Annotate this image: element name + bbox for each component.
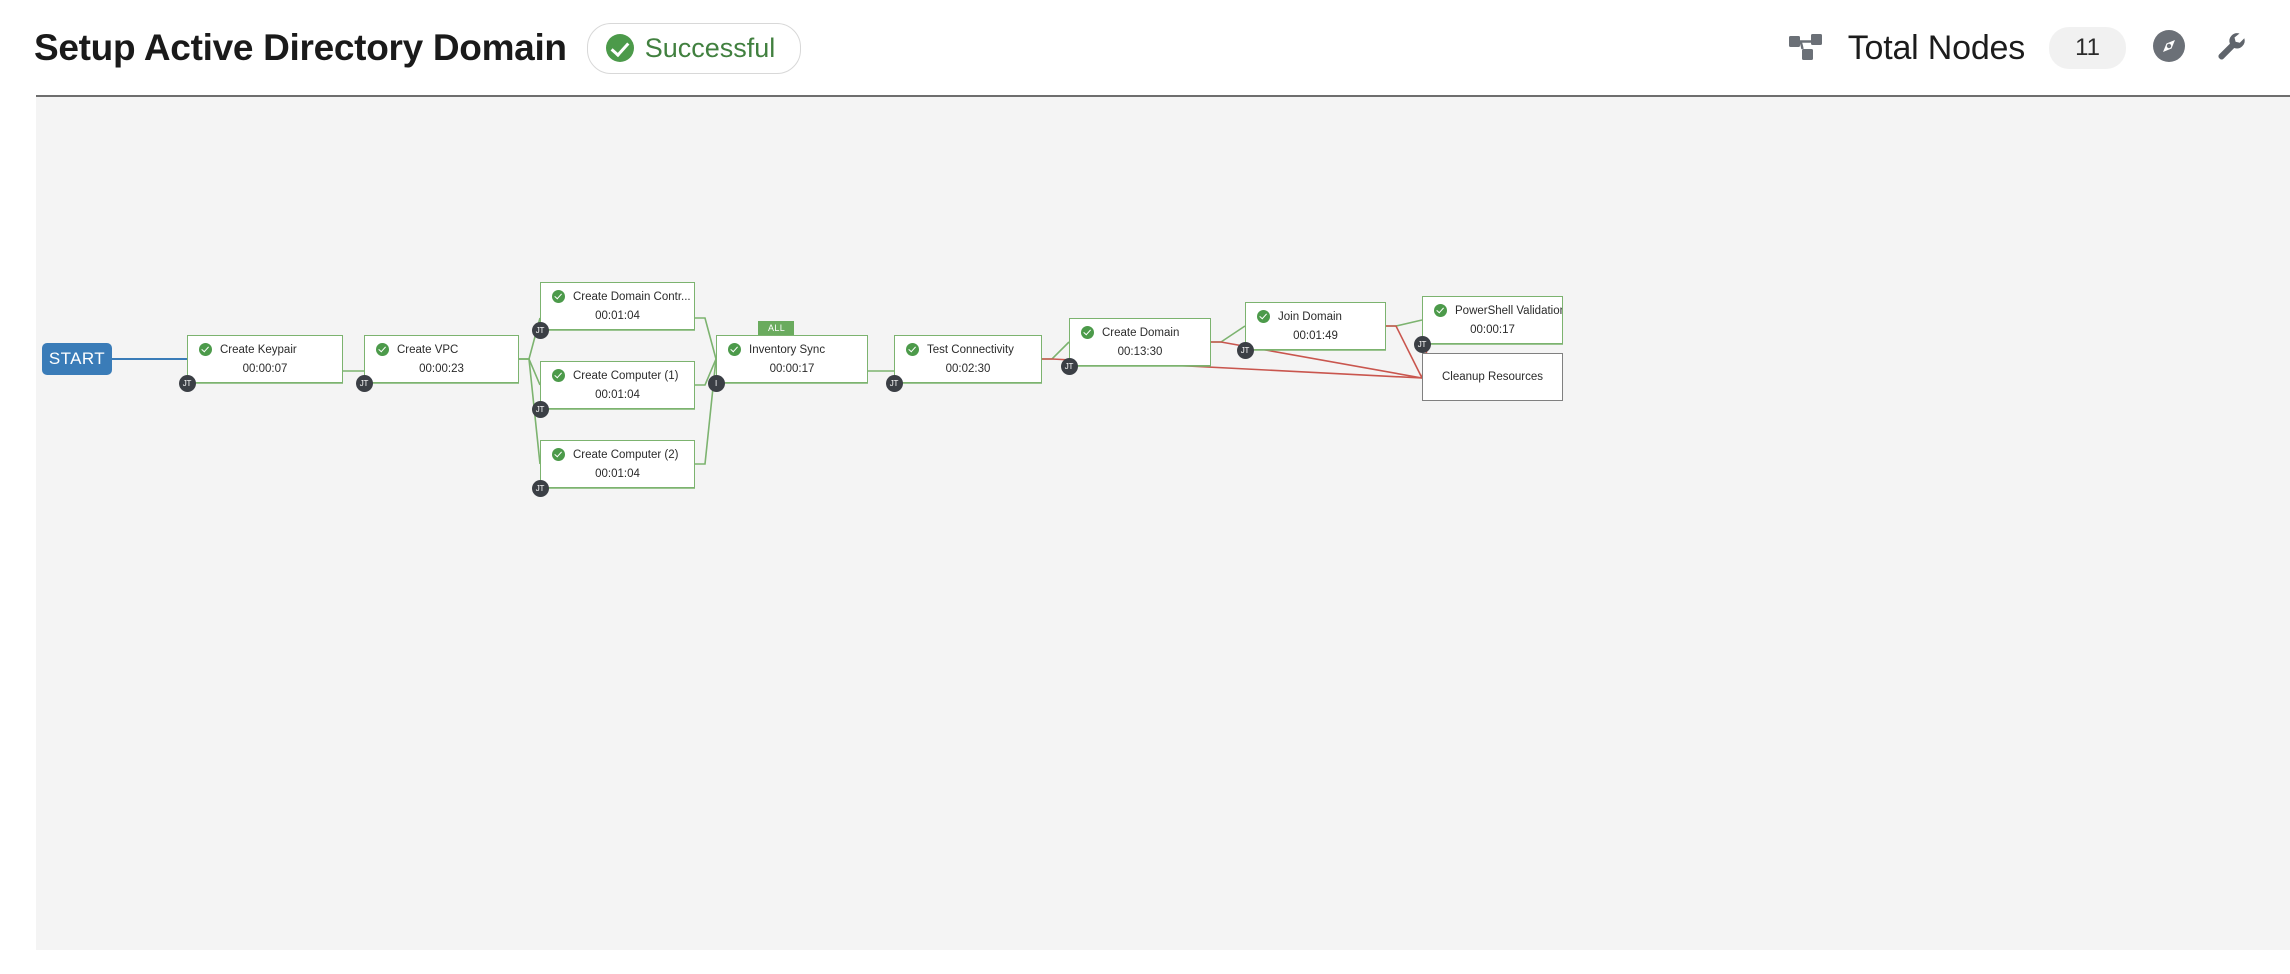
edge-testconn-to-cleanup: [1042, 358, 1423, 379]
node-credential-badge[interactable]: JT: [531, 400, 549, 418]
node-status-check-icon: [552, 290, 565, 303]
start-node-label: START: [48, 349, 106, 368]
node-title-row: Create VPC: [365, 343, 518, 356]
total-nodes-label: Total Nodes: [1847, 28, 2026, 67]
sitemap-icon[interactable]: [1788, 31, 1824, 66]
node-title-row: Join Domain: [1246, 310, 1385, 323]
node-credential-badge[interactable]: JT: [531, 321, 549, 339]
workflow-node-inventory[interactable]: Inventory Sync 00:00:17: [716, 335, 868, 383]
node-duration: 00:01:04: [595, 468, 640, 480]
node-duration: 00:13:30: [1117, 346, 1163, 358]
node-title: Cleanup Resources: [1441, 371, 1543, 383]
node-title-row: Create Computer (2): [541, 448, 694, 461]
node-title: PowerShell Validation: [1455, 304, 1562, 317]
workflow-node-vpc[interactable]: Create VPC 00:00:23: [364, 335, 519, 383]
workflow-node-comp1[interactable]: Create Computer (1) 00:01:04: [540, 361, 695, 409]
node-title: Create Domain: [1102, 326, 1180, 339]
workflow-node-testconn[interactable]: Test Connectivity 00:02:30: [894, 335, 1042, 383]
node-title-row: Create Computer (1): [541, 369, 694, 382]
node-title: Test Connectivity: [927, 343, 1014, 356]
node-title-row: PowerShell Validation: [1423, 304, 1562, 317]
node-status-check-icon: [376, 343, 389, 356]
node-duration: 00:02:30: [945, 363, 991, 375]
page-title: Setup Active Directory Domain: [34, 27, 567, 68]
node-duration: 00:01:49: [1293, 330, 1338, 342]
node-credential-badge[interactable]: JT: [355, 374, 373, 392]
node-title: Inventory Sync: [749, 343, 826, 356]
node-title: Create Keypair: [220, 343, 297, 356]
node-title-row: Create Domain Contr...: [541, 290, 694, 303]
node-credential-badge[interactable]: JT: [1060, 357, 1078, 375]
node-status-check-icon: [1081, 326, 1094, 339]
node-title-row: Cleanup Resources: [1423, 371, 1562, 383]
edge-vpc-to-comp2: [519, 358, 541, 465]
edge-dc-to-inventory: [695, 317, 717, 360]
node-status-check-icon: [552, 369, 565, 382]
node-credential-badge[interactable]: JT: [1236, 341, 1254, 359]
node-credential-badge[interactable]: JT: [178, 374, 196, 392]
node-duration: 00:00:23: [419, 363, 464, 375]
node-title: Create Computer (2): [573, 448, 679, 461]
node-status-check-icon: [728, 343, 741, 356]
status-badge-label: Successful: [644, 32, 776, 63]
node-status-check-icon: [199, 343, 212, 356]
node-title: Join Domain: [1278, 310, 1342, 323]
check-circle-icon: [605, 34, 634, 62]
node-status-check-icon: [906, 343, 919, 356]
node-credential-badge[interactable]: JT: [885, 374, 903, 392]
node-duration: 00:00:07: [242, 363, 288, 375]
node-all-tab: ALL: [758, 321, 795, 335]
wrench-icon[interactable]: [2212, 27, 2250, 70]
workflow-node-cleanup[interactable]: Cleanup Resources: [1422, 353, 1563, 401]
app-header: Setup Active Directory Domain Successful…: [0, 0, 2290, 96]
status-badge: Successful: [586, 22, 802, 74]
node-duration: 00:00:17: [1470, 324, 1515, 336]
edge-createdom-to-joindom: [1211, 325, 1246, 343]
edge-createdom-to-cleanup: [1211, 341, 1423, 379]
workflow-node-joindom[interactable]: Join Domain 00:01:49: [1245, 302, 1386, 350]
node-status-check-icon: [1257, 310, 1270, 323]
edge-joindom-to-psvalid: [1386, 319, 1423, 327]
node-status-check-icon: [1434, 304, 1447, 317]
header-left-group: Setup Active Directory Domain Successful: [34, 22, 802, 74]
node-status-check-icon: [552, 448, 565, 461]
header-right-group: Total Nodes 11: [1788, 27, 2250, 70]
edge-testconn-to-createdom: [1042, 341, 1070, 360]
node-title: Create Domain Contr...: [573, 290, 691, 303]
node-credential-badge[interactable]: JT: [1413, 335, 1431, 353]
workflow-node-psvalid[interactable]: PowerShell Validation 00:00:17: [1422, 296, 1563, 344]
node-title-row: Create Keypair: [188, 343, 342, 356]
workflow-node-keypair[interactable]: Create Keypair 00:00:07: [187, 335, 343, 383]
node-duration: 00:01:04: [595, 310, 640, 322]
edge-joindom-to-cleanup: [1386, 325, 1423, 379]
node-title-row: Create Domain: [1070, 326, 1210, 339]
node-title: Create VPC: [397, 343, 459, 356]
workflow-node-start[interactable]: START: [42, 343, 112, 375]
node-credential-badge[interactable]: I: [707, 374, 725, 392]
edge-layer: [112, 317, 1563, 489]
workflow-node-comp2[interactable]: Create Computer (2) 00:01:04: [540, 440, 695, 488]
node-title-row: Inventory Sync: [717, 343, 867, 356]
workflow-node-createdom[interactable]: Create Domain 00:13:30: [1069, 318, 1211, 366]
node-duration: 00:00:17: [769, 363, 815, 375]
total-nodes-count-badge: 11: [2049, 27, 2126, 69]
edge-comp1-to-inventory: [695, 358, 717, 386]
node-credential-badge[interactable]: JT: [531, 479, 549, 497]
workflow-node-dc[interactable]: Create Domain Contr... 00:01:04: [540, 282, 695, 330]
edge-comp2-to-inventory: [695, 358, 717, 465]
compass-icon[interactable]: [2150, 27, 2188, 70]
node-title-row: Test Connectivity: [895, 343, 1041, 356]
header-divider: [36, 95, 2290, 97]
node-title: Create Computer (1): [573, 369, 679, 382]
node-duration: 00:01:04: [595, 389, 640, 401]
